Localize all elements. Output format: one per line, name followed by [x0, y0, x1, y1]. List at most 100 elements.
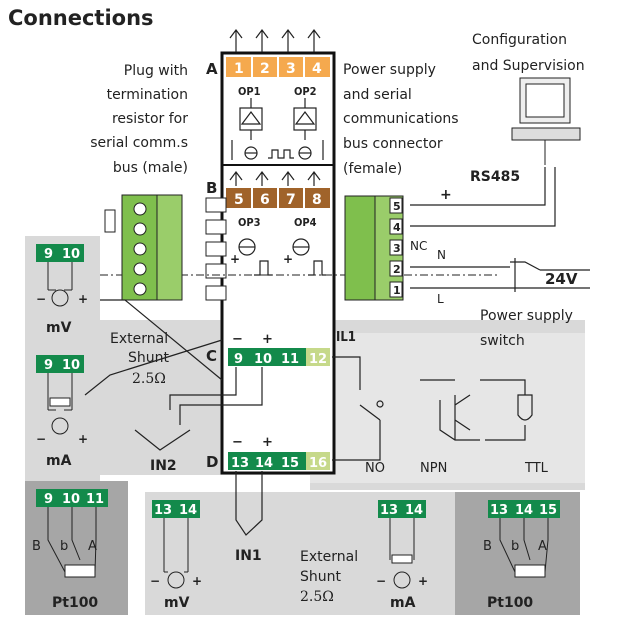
svg-text:9: 9	[234, 352, 243, 367]
svg-text:6: 6	[260, 192, 270, 208]
svg-text:(female): (female)	[343, 161, 402, 177]
svg-text:15: 15	[539, 503, 557, 518]
svg-text:serial comm.s: serial comm.s	[90, 135, 188, 151]
svg-text:Plug with: Plug with	[124, 63, 188, 79]
op1-label: OP1	[238, 85, 261, 98]
svg-text:10: 10	[62, 358, 80, 373]
svg-text:11: 11	[86, 492, 104, 507]
svg-text:b: b	[60, 539, 68, 554]
svg-text:14: 14	[405, 503, 423, 518]
svg-text:14: 14	[515, 503, 533, 518]
bottom-mv: 13 14 − + mV	[150, 500, 202, 611]
op3-label: OP3	[238, 216, 261, 229]
svg-text:D: D	[206, 453, 218, 471]
row-a-arrows	[229, 29, 321, 52]
svg-text:−: −	[150, 574, 160, 588]
svg-text:3: 3	[393, 242, 401, 255]
svg-text:5: 5	[393, 200, 401, 213]
il1-type-labels: NO NPN TTL	[365, 461, 549, 476]
plug-text: Plug with termination resistor for seria…	[90, 63, 188, 176]
svg-text:bus (male): bus (male)	[113, 160, 188, 176]
svg-text:+: +	[418, 574, 428, 588]
op2-label: OP2	[294, 85, 317, 98]
svg-text:A: A	[206, 60, 218, 78]
svg-text:7: 7	[286, 192, 296, 208]
config-label-2: and Supervision	[472, 58, 585, 74]
svg-text:b: b	[511, 539, 519, 554]
svg-text:+: +	[192, 574, 202, 588]
b-side-boxes	[205, 197, 227, 301]
left-pt100: 9 10 11 B b A Pt100	[32, 489, 108, 611]
shunt-value: 2.5Ω	[132, 371, 166, 387]
rs485-label: RS485	[470, 169, 520, 185]
config-label-1: Configuration	[472, 32, 567, 48]
svg-text:13: 13	[490, 503, 508, 518]
svg-text:1: 1	[234, 61, 244, 77]
nc-label: NC	[410, 239, 427, 253]
svg-text:4: 4	[393, 221, 401, 234]
svg-text:A: A	[88, 539, 97, 554]
svg-text:termination: termination	[107, 87, 188, 103]
plus-rs: +	[440, 187, 452, 203]
svg-text:B: B	[483, 539, 492, 554]
svg-text:mV: mV	[164, 595, 190, 611]
svg-text:mA: mA	[46, 453, 72, 469]
left-ma: 9 10 − + mA	[36, 355, 88, 469]
svg-text:resistor for: resistor for	[112, 111, 188, 127]
svg-text:13: 13	[154, 503, 172, 518]
svg-text:+: +	[78, 432, 88, 446]
svg-text:+: +	[78, 292, 88, 306]
il1-inner	[310, 333, 585, 483]
svg-text:Power supply: Power supply	[343, 62, 436, 78]
svg-text:16: 16	[309, 456, 327, 471]
svg-text:+: +	[262, 332, 273, 347]
svg-text:communications: communications	[343, 111, 459, 127]
svg-text:mA: mA	[390, 595, 416, 611]
svg-text:NPN: NPN	[420, 461, 447, 476]
svg-text:+: +	[262, 435, 273, 450]
l-label: L	[437, 292, 444, 306]
svg-text:2: 2	[260, 61, 270, 77]
terminal-row-c: 9 10 11 12	[228, 348, 330, 367]
svg-text:−: −	[376, 574, 386, 588]
svg-text:TTL: TTL	[524, 461, 549, 476]
ext-shunt-3: External	[300, 549, 358, 565]
svg-text:14: 14	[179, 503, 197, 518]
svg-text:−: −	[36, 432, 46, 446]
svg-text:bus connector: bus connector	[343, 136, 443, 152]
svg-text:11: 11	[281, 352, 299, 367]
svg-text:−: −	[232, 332, 243, 347]
row-b-arrows	[229, 171, 321, 186]
switch-label-2: switch	[480, 333, 525, 349]
svg-text:2: 2	[393, 263, 401, 276]
ext-shunt-2: Shunt	[128, 350, 170, 366]
switch-label-1: Power supply	[480, 308, 573, 324]
left-mv: 9 10 − + mV	[36, 244, 88, 336]
input-wires	[84, 299, 223, 396]
svg-text:15: 15	[281, 456, 299, 471]
shunt-value-2: 2.5Ω	[300, 589, 334, 605]
svg-text:NO: NO	[365, 461, 385, 476]
svg-text:+: +	[283, 252, 293, 266]
terminal-row-a: 1 2 3 4	[226, 57, 330, 77]
svg-text:−: −	[36, 292, 46, 306]
in2-circuit	[134, 367, 263, 451]
svg-text:10: 10	[62, 492, 80, 507]
svg-text:A: A	[538, 539, 547, 554]
controller-body	[220, 51, 336, 475]
svg-text:mV: mV	[46, 320, 72, 336]
volt-label: 24V	[545, 270, 578, 288]
terminal-row-b: 5 6 7 8	[226, 188, 330, 208]
svg-text:and serial: and serial	[343, 87, 412, 103]
bottom-ma: 13 14 − + mA	[376, 500, 428, 611]
row-labels: A B C D	[206, 60, 218, 471]
svg-text:8: 8	[312, 192, 322, 208]
svg-text:13: 13	[380, 503, 398, 518]
op4-label: OP4	[294, 216, 317, 229]
svg-text:4: 4	[312, 61, 322, 77]
page-title: Connections	[8, 6, 154, 30]
op34-symbols	[238, 238, 326, 276]
ext-shunt-4: Shunt	[300, 569, 342, 585]
svg-text:Pt100: Pt100	[52, 595, 98, 611]
